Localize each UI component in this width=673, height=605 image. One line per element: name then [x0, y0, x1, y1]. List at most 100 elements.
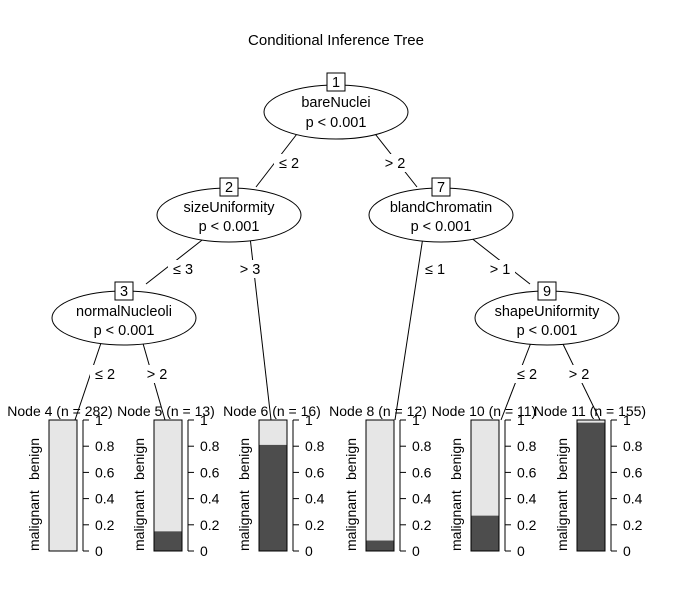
inner-node-2: 2 sizeUniformity p < 0.001: [156, 177, 302, 243]
node-pvalue: p < 0.001: [411, 219, 472, 235]
bar-axis-tick-label: 0: [95, 543, 103, 559]
edge-label: ≤ 3: [173, 262, 193, 278]
benign-bar: [577, 420, 605, 423]
benign-bar: [154, 420, 182, 532]
bar-axis-tick-label: 0.8: [623, 438, 643, 454]
malignant-bar: [471, 515, 499, 551]
inner-node-9: 9 shapeUniformity p < 0.001: [474, 281, 620, 346]
node-variable: blandChromatin: [390, 200, 492, 216]
class-label-malignant: malignant: [448, 490, 464, 551]
edge-label: ≤ 2: [95, 367, 115, 383]
bar-axis-tick-label: 0.2: [517, 517, 537, 533]
benign-bar: [366, 420, 394, 541]
bar-axis-tick-label: 0.4: [517, 491, 537, 507]
terminal-node-label: Node 6 (n = 16): [223, 403, 321, 419]
bar-axis-tick-label: 0.6: [623, 464, 643, 480]
bar-axis-tick-label: 1: [517, 412, 525, 428]
bar-frame: [365, 419, 395, 552]
edge-label: ≤ 2: [517, 367, 537, 383]
benign-bar: [49, 420, 77, 551]
terminal-node-label: Node 5 (n = 13): [117, 403, 215, 419]
class-label-benign: benign: [554, 438, 570, 480]
benign-bar: [471, 420, 499, 516]
bar-axis-tick-label: 0.6: [517, 464, 537, 480]
terminal-node-label: Node 11 (n = 155): [534, 403, 646, 419]
inner-node-7: 7 blandChromatin p < 0.001: [368, 177, 514, 243]
bar-axis-tick-label: 0.2: [412, 517, 432, 533]
edge-label: > 2: [147, 367, 168, 383]
terminal-node-label: Node 10 (n = 11): [432, 403, 536, 419]
bar-axis-tick-label: 0.8: [200, 438, 220, 454]
malignant-bar: [366, 540, 394, 551]
bar-axis-tick-label: 0: [305, 543, 313, 559]
bar-axis-tick-label: 0.8: [412, 438, 432, 454]
bar-axis-tick-label: 0.4: [200, 491, 220, 507]
node-variable: bareNuclei: [301, 95, 370, 111]
diagram-title: Conditional Inference Tree: [248, 32, 424, 49]
node-id: 7: [437, 180, 445, 196]
edge-label: > 2: [569, 367, 590, 383]
bar-frame: [258, 419, 288, 552]
terminal-node-4: Node 4 (n = 282)00.20.40.60.81benignmali…: [7, 403, 114, 559]
class-label-benign: benign: [343, 438, 359, 480]
terminal-node-label: Node 4 (n = 282): [7, 403, 112, 419]
terminal-nodes: Node 4 (n = 282) 0 0.2 0.4 0.6 0.8 1 benign mali…: [7, 403, 646, 559]
malignant-bar: [259, 444, 287, 551]
edge-label: > 2: [385, 156, 406, 172]
benign-bar: [259, 420, 287, 445]
bar-axis-tick-label: 0.8: [305, 438, 325, 454]
bar-axis-tick-label: 0.2: [95, 517, 115, 533]
bar-axis-tick-label: 1: [412, 412, 420, 428]
node-id: 3: [120, 284, 128, 300]
node-variable: shapeUniformity: [495, 304, 601, 320]
class-label-benign: benign: [236, 438, 252, 480]
inner-node-1: 1 bareNuclei p < 0.001: [263, 72, 409, 140]
bar-axis-tick-label: 0.6: [305, 464, 325, 480]
class-label-malignant: malignant: [343, 490, 359, 551]
node-id: 2: [225, 180, 233, 196]
class-label-malignant: malignant: [236, 490, 252, 551]
bar-axis-tick-label: 0.4: [305, 491, 325, 507]
bar-axis-tick-label: 0.2: [305, 517, 325, 533]
bar-frame: [48, 419, 78, 552]
node-pvalue: p < 0.001: [517, 323, 578, 339]
bar-axis-tick-label: 0.4: [95, 491, 115, 507]
bar-axis-tick-label: 0.6: [200, 464, 220, 480]
edge-label: ≤ 1: [425, 262, 445, 278]
node-variable: normalNucleoli: [76, 304, 172, 320]
edge-label: ≤ 2: [279, 156, 299, 172]
inner-node-3: 3 normalNucleoli p < 0.001: [51, 281, 197, 346]
bar-axis-tick-label: 0.6: [412, 464, 432, 480]
malignant-bar: [577, 422, 605, 551]
bar-axis-tick-label: 0.2: [623, 517, 643, 533]
bar-frame: [470, 419, 500, 552]
class-label-malignant: malignant: [131, 490, 147, 551]
node-pvalue: p < 0.001: [94, 323, 155, 339]
class-label-benign: benign: [448, 438, 464, 480]
bar-axis-tick-label: 0: [200, 543, 208, 559]
node-id: 1: [332, 75, 340, 91]
class-label-malignant: malignant: [26, 490, 42, 551]
bar-axis-tick-label: 0.4: [412, 491, 432, 507]
terminal-node-5: Node 5 (n = 13) 0 0.2 0.4 0.6 0.8 1 benign malig…: [117, 403, 220, 559]
edge-label: > 3: [240, 262, 261, 278]
terminal-node-label: Node 8 (n = 12): [329, 403, 427, 419]
bar-frame: [153, 419, 183, 552]
class-label-benign: benign: [26, 438, 42, 480]
bar-frame: [576, 419, 606, 552]
bar-axis-tick-label: 0.2: [200, 517, 220, 533]
bar-axis-tick-label: 0.4: [623, 491, 643, 507]
bar-axis-tick-label: 0: [412, 543, 420, 559]
class-label-benign: benign: [131, 438, 147, 480]
bar-axis-tick-label: 0.8: [95, 438, 115, 454]
bar-axis-tick-label: 0.6: [95, 464, 115, 480]
node-id: 9: [543, 284, 551, 300]
edge-label: > 1: [490, 262, 511, 278]
node-variable: sizeUniformity: [183, 200, 275, 216]
node-pvalue: p < 0.001: [199, 219, 260, 235]
terminal-node-10: Node 10 (n = 11)00.20.40.60.81benignmali…: [432, 403, 537, 559]
bar-axis-tick-label: 0.8: [517, 438, 537, 454]
bar-axis-tick-label: 1: [200, 412, 208, 428]
terminal-node-6: Node 6 (n = 16)00.20.40.60.81benignmalig…: [223, 403, 325, 559]
bar-axis-tick-label: 0: [623, 543, 631, 559]
